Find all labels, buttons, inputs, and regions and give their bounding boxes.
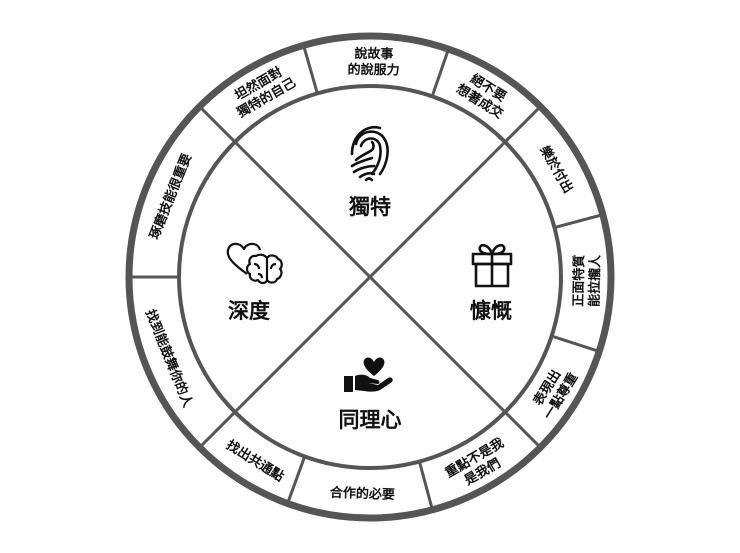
gift-icon — [471, 243, 513, 288]
ring-segment-label: 正面特質能拉攏人 — [571, 254, 604, 307]
fingerprint-icon — [350, 125, 389, 182]
quadrant-left: 深度 — [226, 242, 283, 323]
ring-segment-text: 找到能鼓舞你的人 — [142, 307, 196, 410]
quadrant-bottom: 同理心 — [339, 357, 402, 432]
heart-brain-icon — [226, 242, 283, 285]
ring-divider — [430, 48, 450, 97]
ring-segment-label: 找到能鼓舞你的人 — [142, 307, 196, 410]
diagonal-line-nw-se — [233, 140, 507, 414]
ring-segment-text: 正面特質 — [571, 255, 588, 307]
ring-divider — [554, 213, 604, 230]
ring-segment-text: 合作的必要 — [330, 485, 396, 503]
ring-divider — [503, 105, 542, 144]
ring-divider — [503, 410, 542, 449]
quadrant-right: 慷慨 — [470, 243, 513, 323]
quadrant-label-top: 獨特 — [348, 195, 391, 219]
ring-segment-label: 樂於付出 — [536, 143, 576, 196]
ring-segment-label: 合作的必要 — [330, 485, 396, 503]
hand-heart-icon — [344, 357, 393, 392]
ring-divider — [302, 44, 319, 94]
ring-divider — [417, 461, 434, 511]
ring-segment-text: 能拉攏人 — [587, 254, 604, 307]
ring-divider — [198, 410, 237, 449]
ring-dividers — [129, 44, 604, 511]
ring-segment-text: 的說服力 — [347, 62, 399, 79]
quadrant-cross — [233, 140, 507, 414]
quadrant-top: 獨特 — [348, 125, 391, 219]
quadrant-label-right: 慷慨 — [470, 299, 512, 323]
ring-segment-text: 樂於付出 — [536, 143, 576, 196]
ring-divider — [286, 455, 307, 504]
ring-divider — [551, 334, 600, 353]
ring-divider — [198, 105, 237, 144]
ring-segment-text: 說故事 — [354, 46, 393, 63]
quadrant-label-bottom: 同理心 — [339, 408, 402, 432]
quadrant-label-left: 深度 — [228, 299, 270, 323]
